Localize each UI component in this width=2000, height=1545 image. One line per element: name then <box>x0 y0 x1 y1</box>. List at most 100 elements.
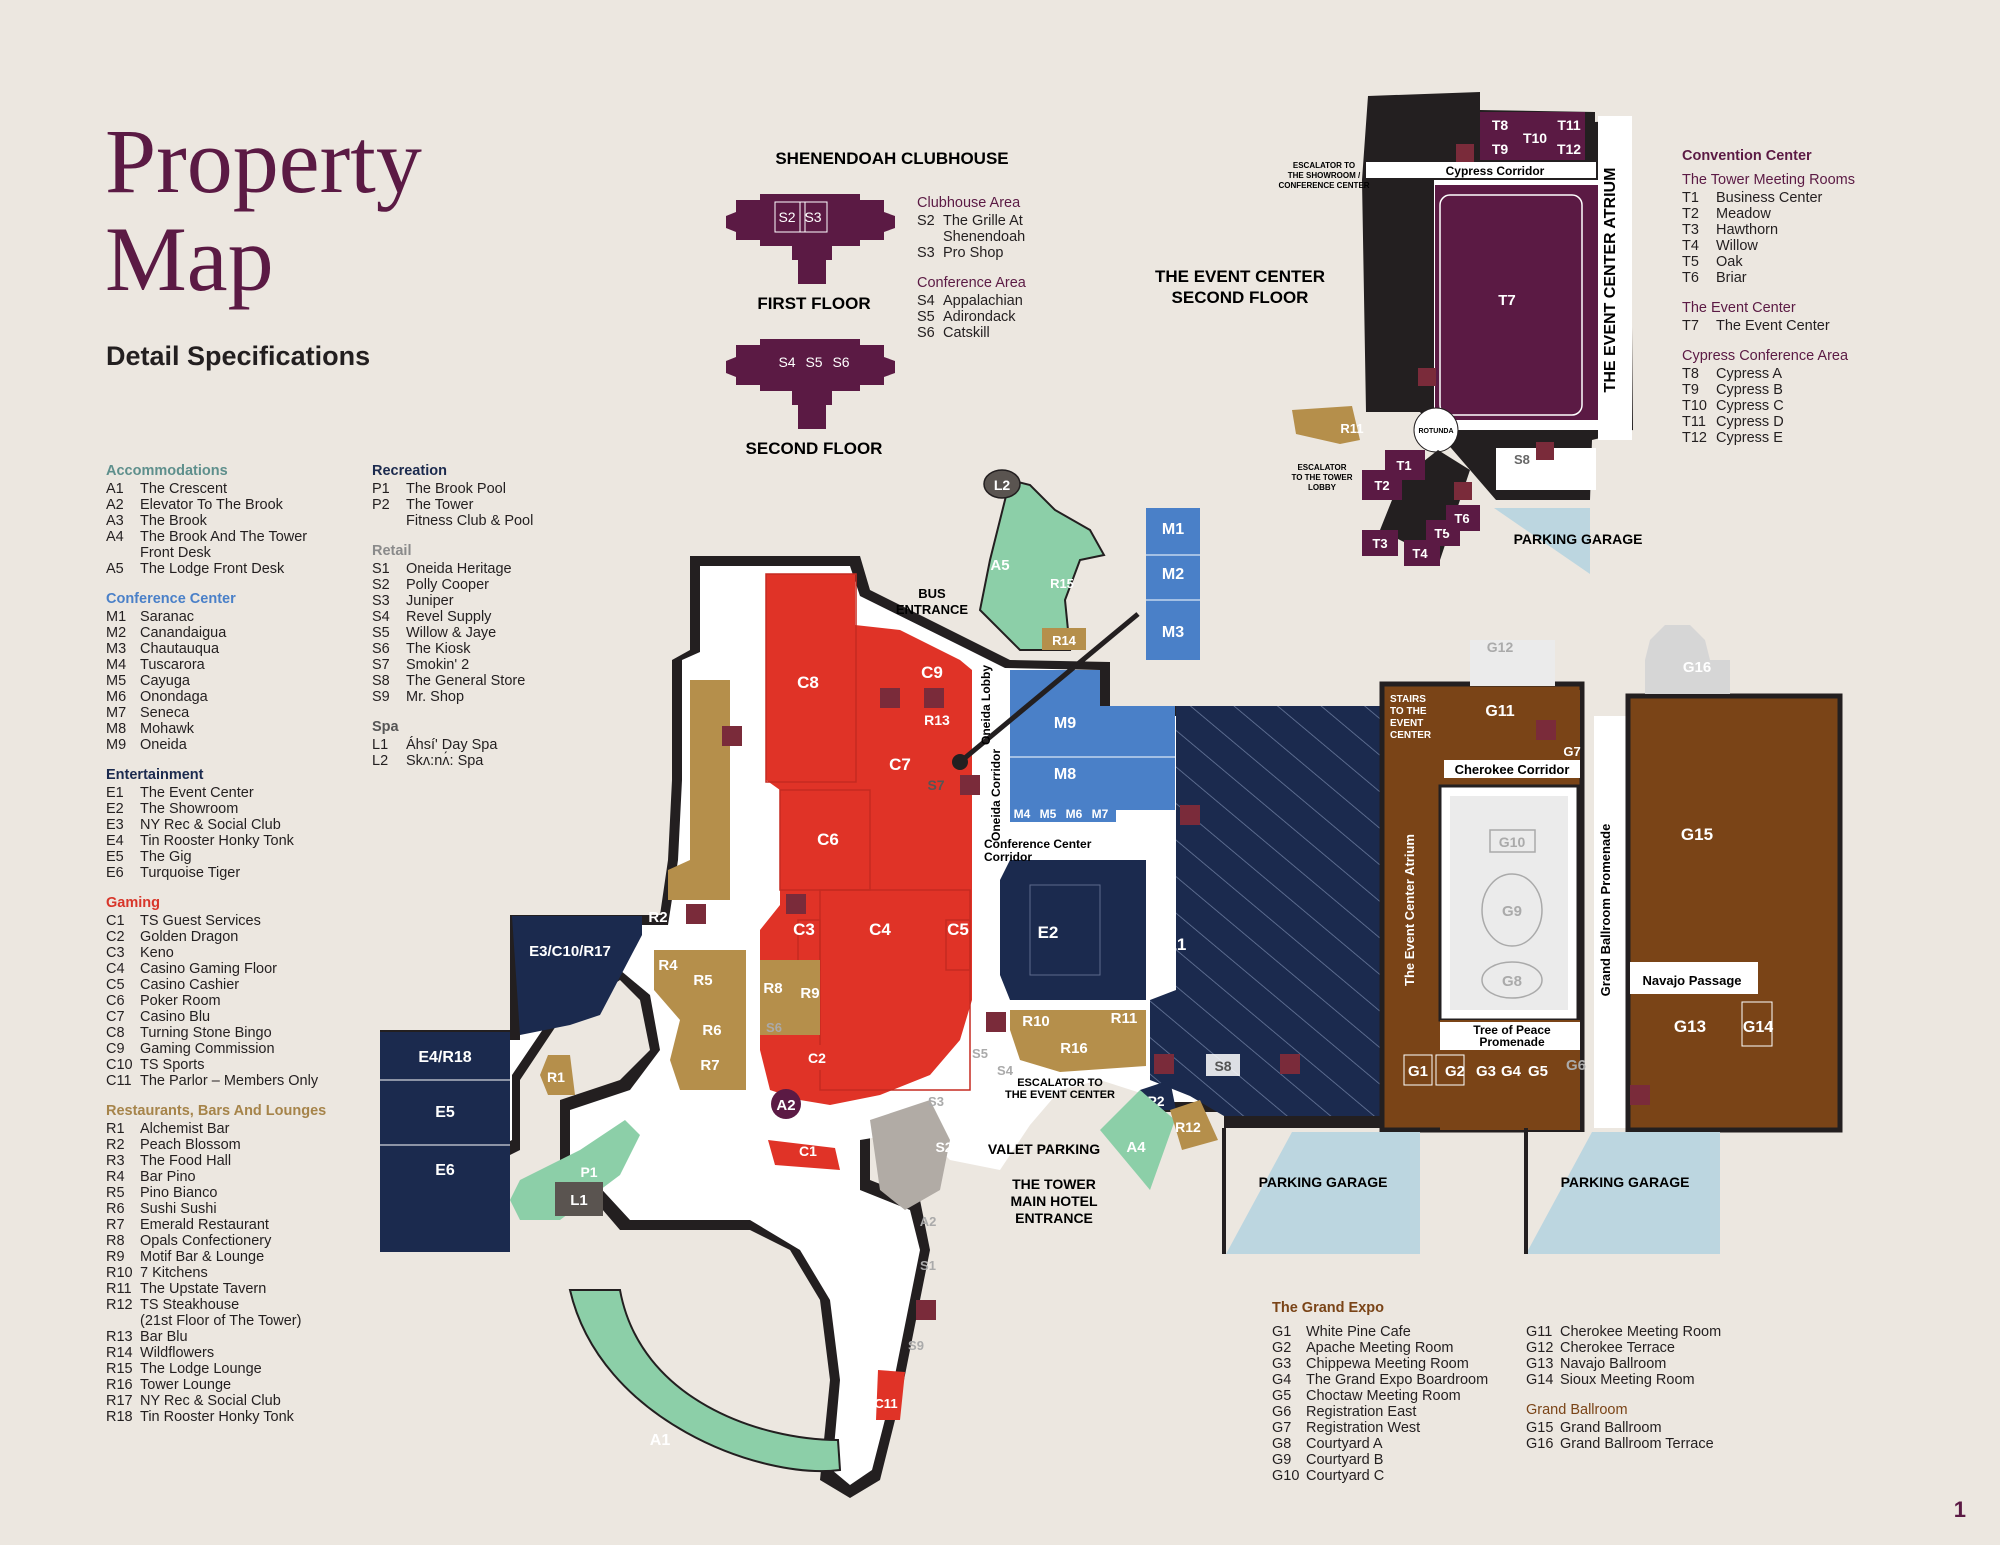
store-s8[interactable]: S8 <box>1214 1058 1231 1074</box>
store-s1[interactable]: S1 <box>920 1258 936 1273</box>
room-t3[interactable]: T3 <box>1372 536 1387 551</box>
room-t7[interactable]: T7 <box>1498 292 1516 309</box>
area-r9[interactable]: R9 <box>800 985 819 1002</box>
room-g2[interactable]: G2 <box>1445 1063 1465 1080</box>
legend-code: M9 <box>106 737 127 753</box>
area-r8[interactable]: R8 <box>763 980 782 997</box>
room-s6[interactable]: S6 <box>832 354 849 370</box>
courtyard-g9[interactable]: G9 <box>1502 903 1522 920</box>
area-c5[interactable]: C5 <box>947 920 969 939</box>
room-t10[interactable]: T10 <box>1523 130 1547 146</box>
svg-text:M7: M7 <box>1092 807 1109 821</box>
area-c7[interactable]: C7 <box>889 755 911 774</box>
store-s4[interactable]: S4 <box>997 1063 1014 1078</box>
courtyard-g10[interactable]: G10 <box>1499 834 1526 850</box>
room-t12[interactable]: T12 <box>1557 141 1581 157</box>
room-g3[interactable]: G3 <box>1476 1063 1496 1080</box>
room-t4[interactable]: T4 <box>1412 546 1428 561</box>
area-e6[interactable]: E6 <box>435 1162 455 1179</box>
area-c6[interactable]: C6 <box>817 830 839 849</box>
room-m3[interactable]: M3 <box>1162 624 1184 641</box>
legend-code: R3 <box>106 1153 125 1169</box>
legend-label: The Tower Fitness Club & Pool <box>406 497 534 529</box>
room-g13[interactable]: G13 <box>1674 1017 1706 1036</box>
room-m1[interactable]: M1 <box>1162 521 1184 538</box>
room-g4[interactable]: G4 <box>1501 1063 1522 1080</box>
area-r13[interactable]: R13 <box>924 712 950 728</box>
area-r11[interactable]: R11 <box>1111 1010 1138 1027</box>
area-r2[interactable]: R2 <box>648 909 667 926</box>
room-r11-upper[interactable]: R11 <box>1340 421 1363 436</box>
room-s3-first[interactable]: S3 <box>804 209 821 225</box>
elevator-a2-label[interactable]: A2 <box>920 1214 937 1229</box>
area-a4[interactable]: A4 <box>1126 1139 1146 1156</box>
store-s9[interactable]: S9 <box>908 1338 924 1353</box>
pool-p1[interactable]: P1 <box>580 1164 597 1180</box>
area-r7[interactable]: R7 <box>700 1057 719 1074</box>
area-e1[interactable]: E1 <box>1166 935 1187 954</box>
legend-label: Mohawk <box>140 721 194 737</box>
room-t6[interactable]: T6 <box>1454 511 1469 526</box>
area-r10[interactable]: R10 <box>1022 1013 1050 1030</box>
legend-label: Navajo Ballroom <box>1560 1356 1667 1372</box>
store-s8-upper[interactable]: S8 <box>1514 452 1530 467</box>
area-e2[interactable]: E2 <box>1038 923 1059 942</box>
store-s3[interactable]: S3 <box>928 1094 944 1109</box>
area-r15[interactable]: R15 <box>1050 576 1074 591</box>
room-g5[interactable]: G5 <box>1528 1063 1548 1080</box>
area-e3-c10-r17[interactable]: E3/C10/R17 <box>529 943 611 960</box>
spa-l2[interactable]: L2 <box>994 477 1011 493</box>
area-r12[interactable]: R12 <box>1175 1119 1201 1135</box>
elevator-a2[interactable]: A2 <box>776 1097 795 1114</box>
room-g11[interactable]: G11 <box>1485 703 1514 720</box>
area-c8[interactable]: C8 <box>797 673 819 692</box>
terrace-g12[interactable]: G12 <box>1487 639 1514 655</box>
area-a1[interactable]: A1 <box>650 1432 671 1449</box>
room-s5[interactable]: S5 <box>805 354 822 370</box>
room-s4[interactable]: S4 <box>778 354 795 370</box>
room-t1[interactable]: T1 <box>1396 458 1411 473</box>
area-c3[interactable]: C3 <box>793 920 815 939</box>
store-s2[interactable]: S2 <box>935 1139 952 1155</box>
area-c4[interactable]: C4 <box>869 920 891 939</box>
room-m8[interactable]: M8 <box>1054 766 1076 783</box>
area-r4[interactable]: R4 <box>658 957 678 974</box>
store-s7[interactable]: S7 <box>927 777 944 793</box>
area-c2[interactable]: C2 <box>808 1050 826 1066</box>
area-c11[interactable]: C11 <box>874 1396 897 1411</box>
area-r5[interactable]: R5 <box>693 972 712 989</box>
room-t9[interactable]: T9 <box>1492 141 1509 157</box>
area-r1[interactable]: R1 <box>547 1069 565 1085</box>
store-s6[interactable]: S6 <box>766 1020 782 1035</box>
room-g1[interactable]: G1 <box>1408 1063 1428 1080</box>
area-r16[interactable]: R16 <box>1060 1040 1088 1057</box>
area-r14[interactable]: R14 <box>1052 633 1077 648</box>
registration-g7[interactable]: G7 <box>1563 744 1580 759</box>
area-a5[interactable]: A5 <box>990 557 1009 574</box>
area-e5[interactable]: E5 <box>435 1104 455 1121</box>
room-t8[interactable]: T8 <box>1492 117 1509 133</box>
spa-l1[interactable]: L1 <box>570 1192 588 1209</box>
room-t5[interactable]: T5 <box>1434 526 1449 541</box>
courtyard-g8[interactable]: G8 <box>1502 973 1522 990</box>
area-e4-r18[interactable]: E4/R18 <box>418 1049 471 1066</box>
area-c9[interactable]: C9 <box>921 663 943 682</box>
room-m2[interactable]: M2 <box>1162 566 1184 583</box>
room-g14[interactable]: G14 <box>1743 1019 1773 1036</box>
area-a3[interactable]: A3 <box>624 1197 643 1214</box>
room-g15[interactable]: G15 <box>1681 825 1713 844</box>
area-r3[interactable]: R3 <box>717 897 736 914</box>
registration-g6[interactable]: G6 <box>1566 1057 1586 1074</box>
room-t11[interactable]: T11 <box>1557 117 1581 133</box>
room-t2[interactable]: T2 <box>1374 478 1389 493</box>
area-r6[interactable]: R6 <box>702 1022 721 1039</box>
area-c1[interactable]: C1 <box>799 1143 817 1159</box>
room-m9[interactable]: M9 <box>1054 715 1076 732</box>
room-s2-first[interactable]: S2 <box>778 209 795 225</box>
terrace-g16[interactable]: G16 <box>1683 659 1711 676</box>
store-s5[interactable]: S5 <box>972 1046 988 1061</box>
